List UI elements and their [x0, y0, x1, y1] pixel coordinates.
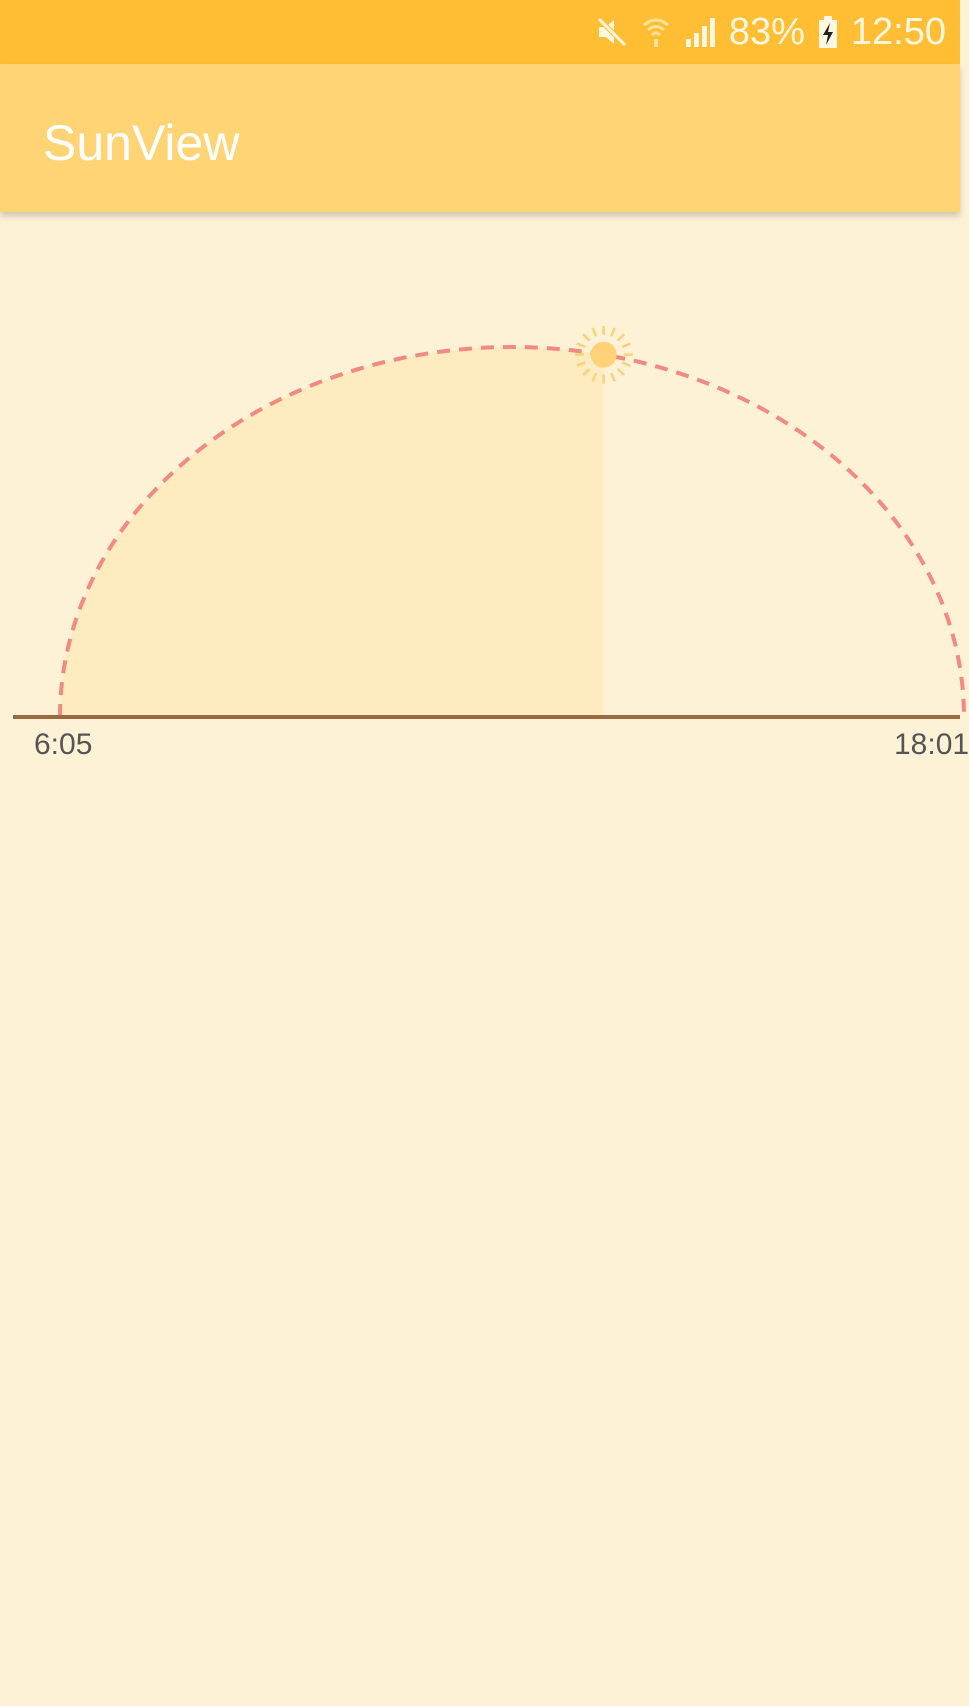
sunrise-time: 6:05 — [34, 728, 93, 761]
sun-ray — [591, 327, 598, 337]
sun-ray — [610, 327, 616, 337]
status-icons: 83% 12:50 — [595, 0, 946, 64]
sun-ray — [576, 342, 586, 349]
sun-ray — [610, 372, 616, 382]
sun-ray — [616, 333, 626, 342]
battery-percent: 83% — [728, 10, 805, 53]
sun-core — [590, 341, 617, 368]
battery-charging-icon — [818, 16, 837, 48]
sun-ray — [576, 361, 586, 367]
app-title: SunView — [43, 115, 240, 171]
sunset-time: 18:01 — [894, 728, 969, 761]
mute-icon — [597, 17, 627, 47]
sun-ray — [582, 367, 591, 377]
sun-ray — [582, 333, 591, 342]
sun-icon — [574, 325, 633, 384]
sun-ray — [621, 361, 631, 367]
sun-path-chart — [13, 325, 966, 719]
app-bar: SunView — [0, 64, 960, 212]
status-bar: 83% 12:50 — [0, 0, 960, 64]
status-time: 12:50 — [850, 10, 946, 53]
signal-icon — [685, 18, 715, 47]
sun-ray — [616, 367, 626, 377]
sun-ray — [591, 372, 598, 382]
sun-ray — [621, 342, 631, 349]
sun-arc — [58, 345, 966, 718]
daylight-progress-fill — [60, 347, 604, 717]
wifi-icon — [642, 18, 669, 47]
sun-view: 6:05 18:01 — [0, 212, 969, 1706]
